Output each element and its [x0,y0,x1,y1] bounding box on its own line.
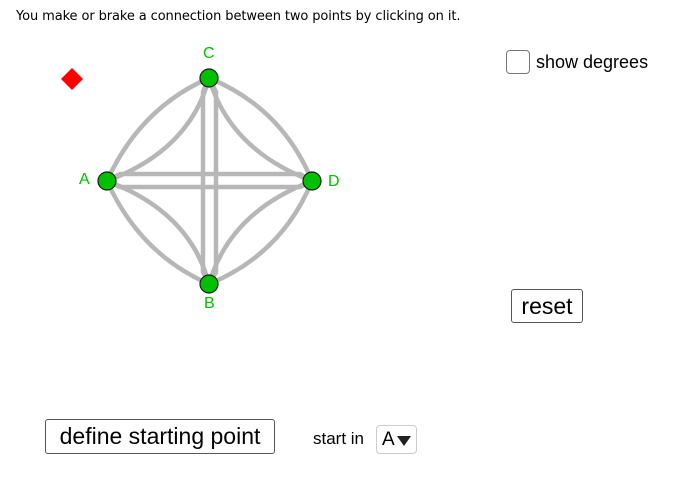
start-in-value: A [382,428,395,450]
edge-b-a-inner[interactable] [104,178,212,287]
edge-c-d-outer[interactable] [206,75,315,184]
show-degrees-label: show degrees [536,51,649,72]
edge-d-b-outer[interactable] [206,178,315,287]
point-b[interactable] [199,274,219,294]
edge-a-d-lower[interactable] [104,178,315,190]
edge-c-b-left[interactable] [200,75,212,287]
label-a: A [79,171,90,188]
edge-d-b-inner[interactable] [206,178,315,287]
label-c: C [203,45,215,62]
edge-c-b-right[interactable] [206,75,219,287]
dropdown-arrow-icon [396,435,411,446]
red-diamond-marker[interactable] [61,68,83,90]
reset-button[interactable]: reset [511,289,583,323]
edge-a-d-upper[interactable] [104,171,315,184]
edge-a-c-outer[interactable] [104,75,212,184]
point-a[interactable] [97,171,117,191]
define-starting-point-button[interactable]: define starting point [45,419,275,454]
point-d[interactable] [302,171,322,191]
show-degrees-toggle[interactable]: show degrees [506,50,648,74]
instruction-text: You make or brake a connection between t… [16,9,461,24]
label-d: D [328,173,340,190]
edge-c-d-inner[interactable] [206,75,315,184]
start-in-dropdown[interactable]: A [376,425,417,454]
start-in-label: start in [313,429,365,448]
edge-b-a-outer[interactable] [104,178,212,287]
show-degrees-checkbox[interactable] [506,50,530,74]
edge-a-c-inner[interactable] [104,75,212,184]
label-b: B [204,295,215,312]
point-c[interactable] [199,68,219,88]
